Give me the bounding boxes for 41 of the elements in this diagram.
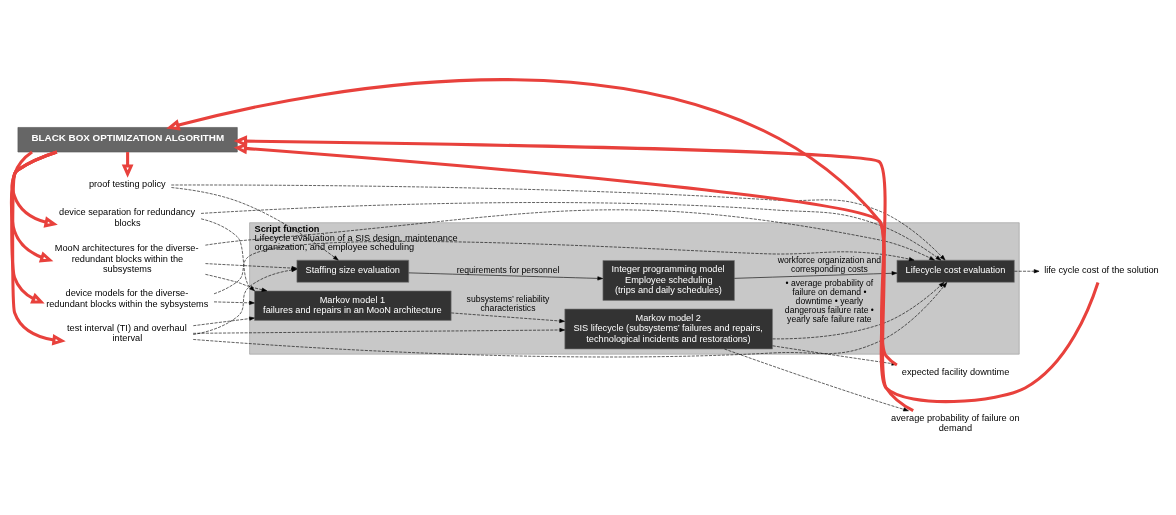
arrow — [734, 270, 898, 279]
node-box: BLACK BOX OPTIMIZATION ALGORITHM — [17, 126, 238, 152]
arrow — [213, 300, 255, 305]
node-text: expected facility downtime — [901, 366, 1010, 377]
arrow — [9, 150, 58, 263]
arrow — [772, 281, 945, 339]
arrow — [166, 77, 914, 412]
node-text: device models for the diverse-redundant blocks within the sybsystems — [46, 287, 209, 309]
arrow — [205, 262, 298, 270]
node-text: test interval (TI) and overhaul interval — [67, 322, 187, 343]
arrow — [205, 273, 268, 292]
arrow — [170, 184, 946, 260]
node-box: Markov model 2 SIS lifecycle (subsystems’ failures and repairs, technological incidents and restorations) — [564, 308, 773, 349]
arrow — [724, 348, 909, 411]
arrow — [10, 150, 58, 228]
node-box: Staffing size evaluation — [296, 259, 410, 283]
arrow — [1014, 268, 1040, 273]
arrow — [193, 316, 255, 326]
arrow — [213, 240, 915, 294]
arrow — [450, 312, 565, 323]
arrow — [233, 142, 1100, 403]
arrow — [11, 150, 66, 346]
edge-label: • average probability of failure on demand • downtime • yearly dangerous failure rate • yearly safe failure rate — [784, 277, 874, 324]
node-box: Integer programming model Employee scheduling (trips and daily schedules) — [602, 259, 735, 301]
edge-label: requirements for personnel — [456, 264, 560, 275]
arrow — [192, 267, 297, 335]
arrow — [192, 281, 948, 357]
node-box: Lifecycle cost evaluation — [896, 259, 1015, 283]
node-box: Markov model 1 failures and repairs in an MooN architecture — [254, 290, 452, 321]
arrow — [10, 150, 58, 304]
edge-label: workforce organization and corresponding costs — [777, 254, 881, 274]
node-text: MooN architectures for the diverse-redundant blocks within the subsystems — [54, 242, 199, 274]
arrow — [408, 272, 603, 280]
node-text: proof testing policy — [88, 178, 166, 189]
arrow — [171, 186, 339, 260]
arrow — [192, 327, 566, 334]
edge-label: subsystems’ reliability characteristics — [466, 293, 550, 313]
arrow — [200, 218, 255, 291]
node-text: average probability of failure on demand — [891, 412, 1020, 433]
node-text: device separation for redundancy blocks — [59, 206, 196, 228]
node-text: life cycle cost of the solution — [1044, 264, 1159, 275]
